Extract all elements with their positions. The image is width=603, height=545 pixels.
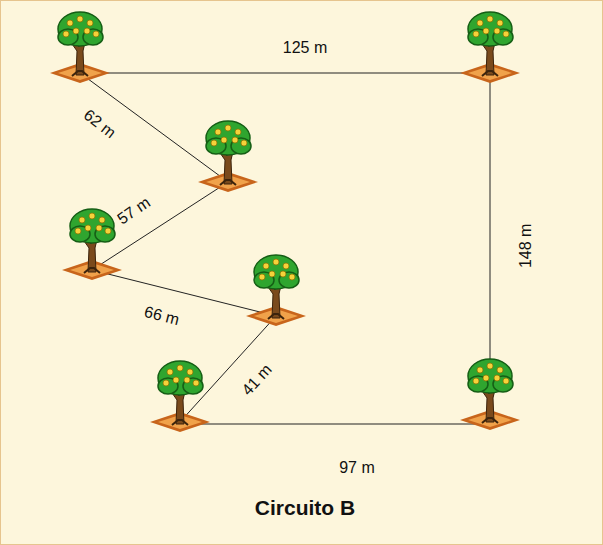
caption: Circuito B	[255, 496, 355, 520]
distance-label: 148 m	[517, 222, 535, 270]
distance-label: 62 m	[79, 105, 121, 143]
distance-label: 41 m	[237, 359, 277, 400]
distance-label: 125 m	[281, 39, 329, 57]
distance-label: 57 m	[113, 193, 156, 230]
distance-label: 97 m	[337, 459, 377, 477]
distance-label: 66 m	[141, 303, 184, 330]
